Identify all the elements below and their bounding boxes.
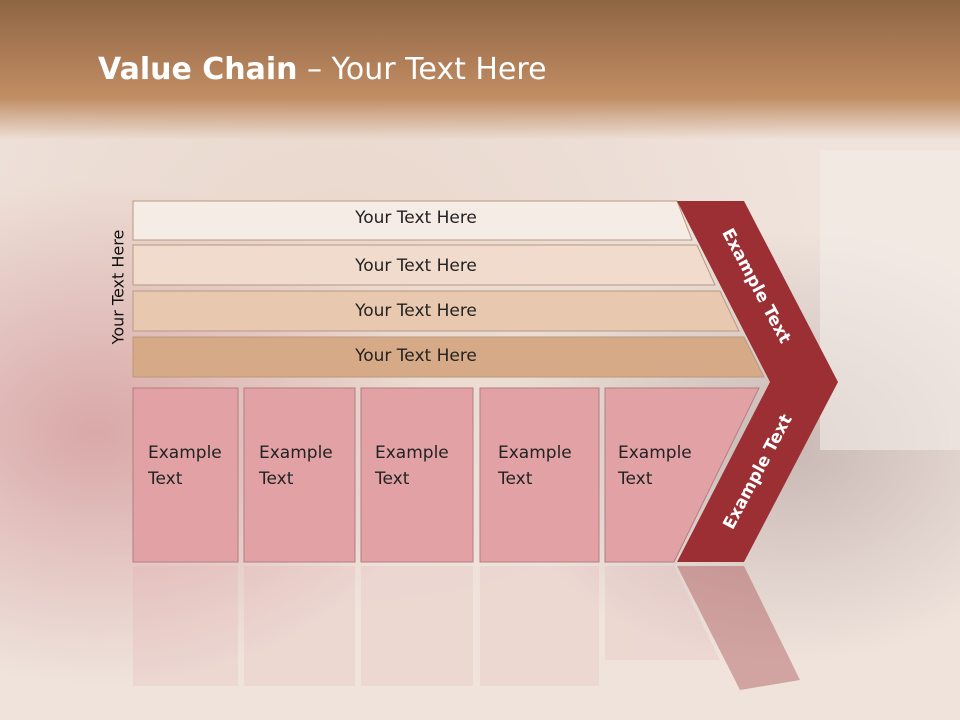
chevron-lower bbox=[677, 382, 838, 562]
activity-cell-5 bbox=[604, 387, 760, 563]
row-label-4: Your Text Here bbox=[355, 346, 477, 366]
chevron-upper bbox=[677, 201, 838, 382]
row-label-2: Your Text Here bbox=[355, 256, 477, 276]
cell-label-4-line1: Example bbox=[498, 443, 572, 463]
cell-label-2-line1: Example bbox=[259, 443, 333, 463]
cell-label-3-line2: Text bbox=[375, 469, 410, 489]
activity-cell-1 bbox=[132, 387, 239, 563]
row-bar-4 bbox=[132, 336, 765, 378]
cell-label-1-line1: Example bbox=[148, 443, 222, 463]
cell-label-4-line2: Text bbox=[498, 469, 533, 489]
cell-label-5-line1: Example bbox=[618, 443, 692, 463]
activity-cell-3 bbox=[360, 387, 474, 563]
row-label-3: Your Text Here bbox=[355, 301, 477, 321]
title-bold: Value Chain bbox=[98, 52, 298, 87]
row-label-1: Your Text Here bbox=[355, 208, 477, 228]
slide-title: Value Chain – Your Text Here bbox=[98, 52, 547, 87]
activity-cell-2 bbox=[243, 387, 356, 563]
cell-label-2-line2: Text bbox=[259, 469, 294, 489]
activity-cell-4 bbox=[479, 387, 600, 563]
title-rest: – Your Text Here bbox=[297, 52, 547, 87]
title-band bbox=[0, 0, 960, 140]
cell-label-3-line1: Example bbox=[375, 443, 449, 463]
row-bar-1 bbox=[132, 200, 693, 241]
cell-label-1-line2: Text bbox=[148, 469, 183, 489]
row-bar-3 bbox=[132, 290, 740, 332]
row-bar-2 bbox=[132, 244, 716, 286]
cell-label-5-line2: Text bbox=[618, 469, 653, 489]
